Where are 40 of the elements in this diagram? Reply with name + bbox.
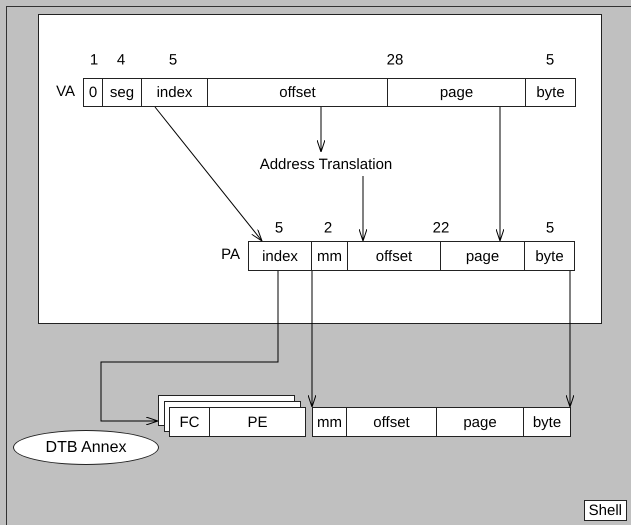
- bit-width: 2: [324, 220, 332, 236]
- register-field: offset: [346, 407, 437, 437]
- register-field: index: [141, 78, 208, 107]
- arrow: [566, 270, 574, 408]
- process-label: Address Translation: [236, 152, 416, 176]
- arrow: [496, 106, 504, 242]
- register-field: mm: [311, 241, 348, 271]
- bit-width: 1: [90, 52, 98, 68]
- register-field: FC: [169, 407, 210, 437]
- register-field: page: [436, 407, 524, 437]
- register-field: offset: [207, 78, 388, 107]
- register-field: mm: [312, 407, 347, 437]
- register-name: PA: [221, 246, 240, 263]
- register-field: seg: [102, 78, 142, 107]
- register-field: byte: [524, 241, 575, 271]
- arrow: [316, 106, 326, 152]
- bit-width: 5: [546, 52, 554, 68]
- register-field: 0: [83, 78, 103, 107]
- bit-width: 5: [546, 220, 554, 236]
- bit-width: 28: [386, 52, 404, 68]
- register-field: index: [248, 241, 312, 271]
- bit-width: 22: [432, 220, 450, 236]
- inner-panel: [38, 14, 602, 324]
- register-field: byte: [523, 407, 571, 437]
- arrow: [100, 270, 278, 426]
- bit-width: 5: [168, 52, 178, 68]
- register-field: PE: [209, 407, 306, 437]
- outer-panel: [6, 6, 631, 525]
- register-field: byte: [525, 78, 576, 107]
- bit-width: 4: [116, 52, 126, 68]
- arrow: [308, 270, 316, 408]
- register-field: page: [440, 241, 525, 271]
- bit-width: 5: [274, 220, 284, 236]
- arrow: [358, 176, 368, 242]
- register-field: page: [387, 78, 526, 107]
- register-name: VA: [56, 82, 75, 100]
- register-field: offset: [347, 241, 441, 271]
- panel-label: Shell: [584, 500, 627, 521]
- ellipse-label: DTB Annex: [13, 430, 159, 465]
- arrow: [154, 106, 262, 242]
